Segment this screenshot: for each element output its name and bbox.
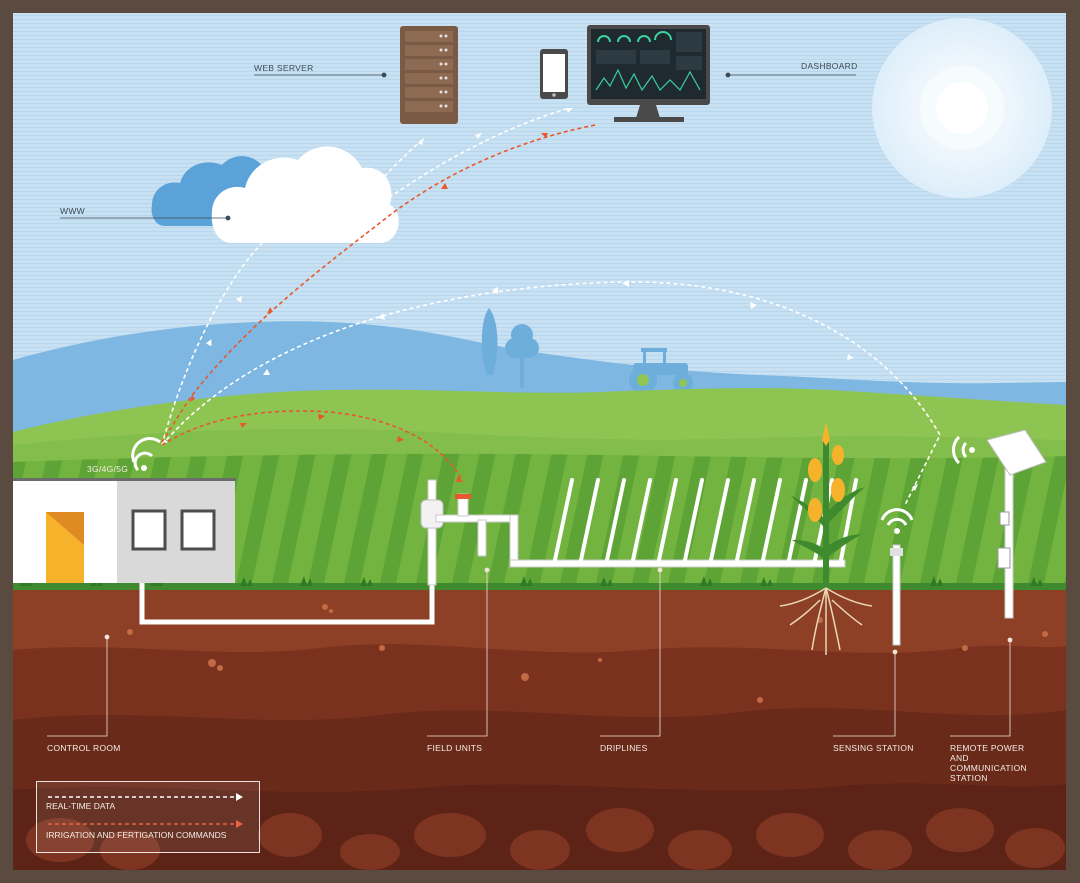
label-control-room: CONTROL ROOM: [47, 743, 121, 753]
control-room-building: [13, 478, 236, 583]
tree-icon: [481, 308, 539, 388]
grass-tufts: [20, 576, 1043, 586]
leader-lines-soil: [47, 567, 1013, 737]
corn-roots: [779, 587, 873, 655]
driplines: [553, 478, 858, 562]
sun-icon: [872, 18, 1052, 198]
wifi-icon: [961, 441, 968, 459]
label-dashboard: DASHBOARD: [801, 61, 858, 71]
label-network: 3G/4G/5G: [87, 464, 129, 474]
label-web-server: WEB SERVER: [254, 63, 314, 73]
legend: REAL-TIME DATA IRRIGATION AND FERTIGATIO…: [36, 781, 260, 853]
cloud-icon: [151, 146, 399, 243]
soil-rocks: [26, 808, 1065, 870]
grass-line: [13, 583, 1066, 592]
command-arrowheads: [190, 133, 548, 482]
legend-samples: [48, 793, 243, 828]
command-arrows: [159, 124, 596, 481]
label-sensing-station: SENSING STATION: [833, 743, 914, 753]
label-www: WWW: [60, 206, 85, 216]
smartphone-icon: [540, 49, 568, 99]
web-server-icon: [400, 26, 458, 124]
field-unit-valves: [420, 479, 846, 586]
antenna-wifi-icon: [131, 437, 161, 472]
remote-power-station: [952, 429, 1047, 619]
wifi-icon: [886, 517, 908, 526]
solar-panel-icon: [986, 429, 1047, 476]
label-driplines: DRIPLINES: [600, 743, 648, 753]
label-remote-station: REMOTE POWER AND COMMUNICATION STATION: [950, 743, 1027, 783]
underground-pipe: [139, 560, 435, 625]
legend-commands-label: IRRIGATION AND FERTIGATION COMMANDS: [46, 830, 227, 840]
corn-plant-icon: [790, 422, 865, 585]
dashboard-monitor-icon: [587, 25, 710, 122]
label-field-units: FIELD UNITS: [427, 743, 483, 753]
tractor-icon: [629, 348, 693, 394]
sensing-station: [880, 508, 914, 646]
legend-realtime-label: REAL-TIME DATA: [46, 801, 116, 811]
leader-lines: [60, 72, 856, 221]
